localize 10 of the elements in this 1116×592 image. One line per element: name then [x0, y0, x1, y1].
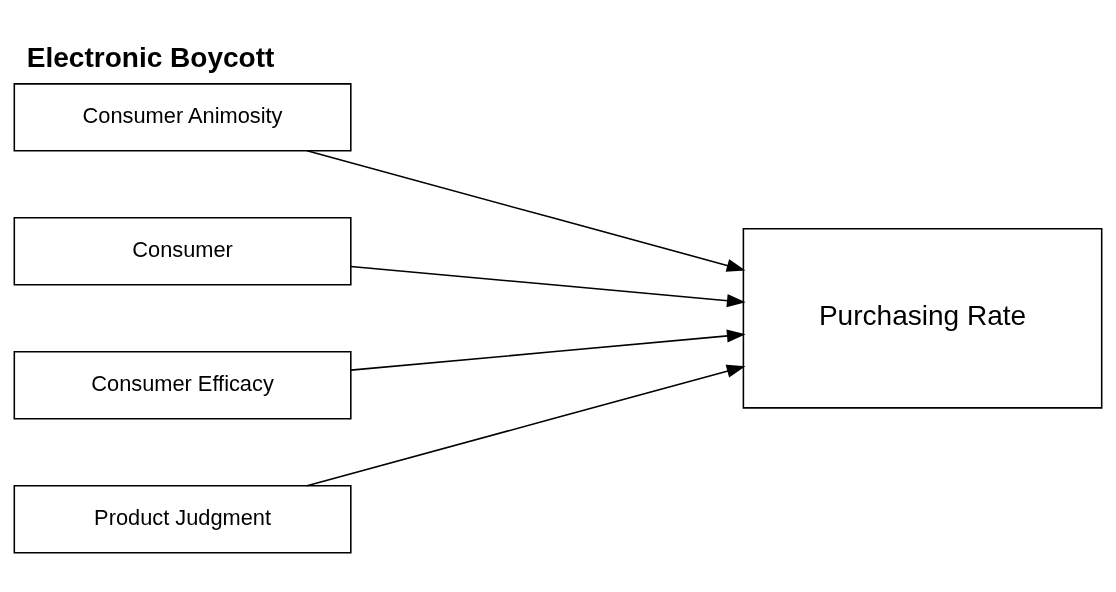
node-box: Consumer [13, 216, 352, 286]
node-box: Purchasing Rate [742, 227, 1103, 409]
node-box: Consumer Animosity [13, 82, 352, 152]
arrow [350, 265, 746, 307]
arrow [306, 149, 746, 272]
node-box: Product Judgment [13, 484, 352, 554]
diagram-title: Electronic Boycott [26, 41, 275, 73]
node-box: Consumer Efficacy [13, 350, 352, 420]
arrow [306, 364, 746, 487]
arrow [350, 328, 746, 371]
